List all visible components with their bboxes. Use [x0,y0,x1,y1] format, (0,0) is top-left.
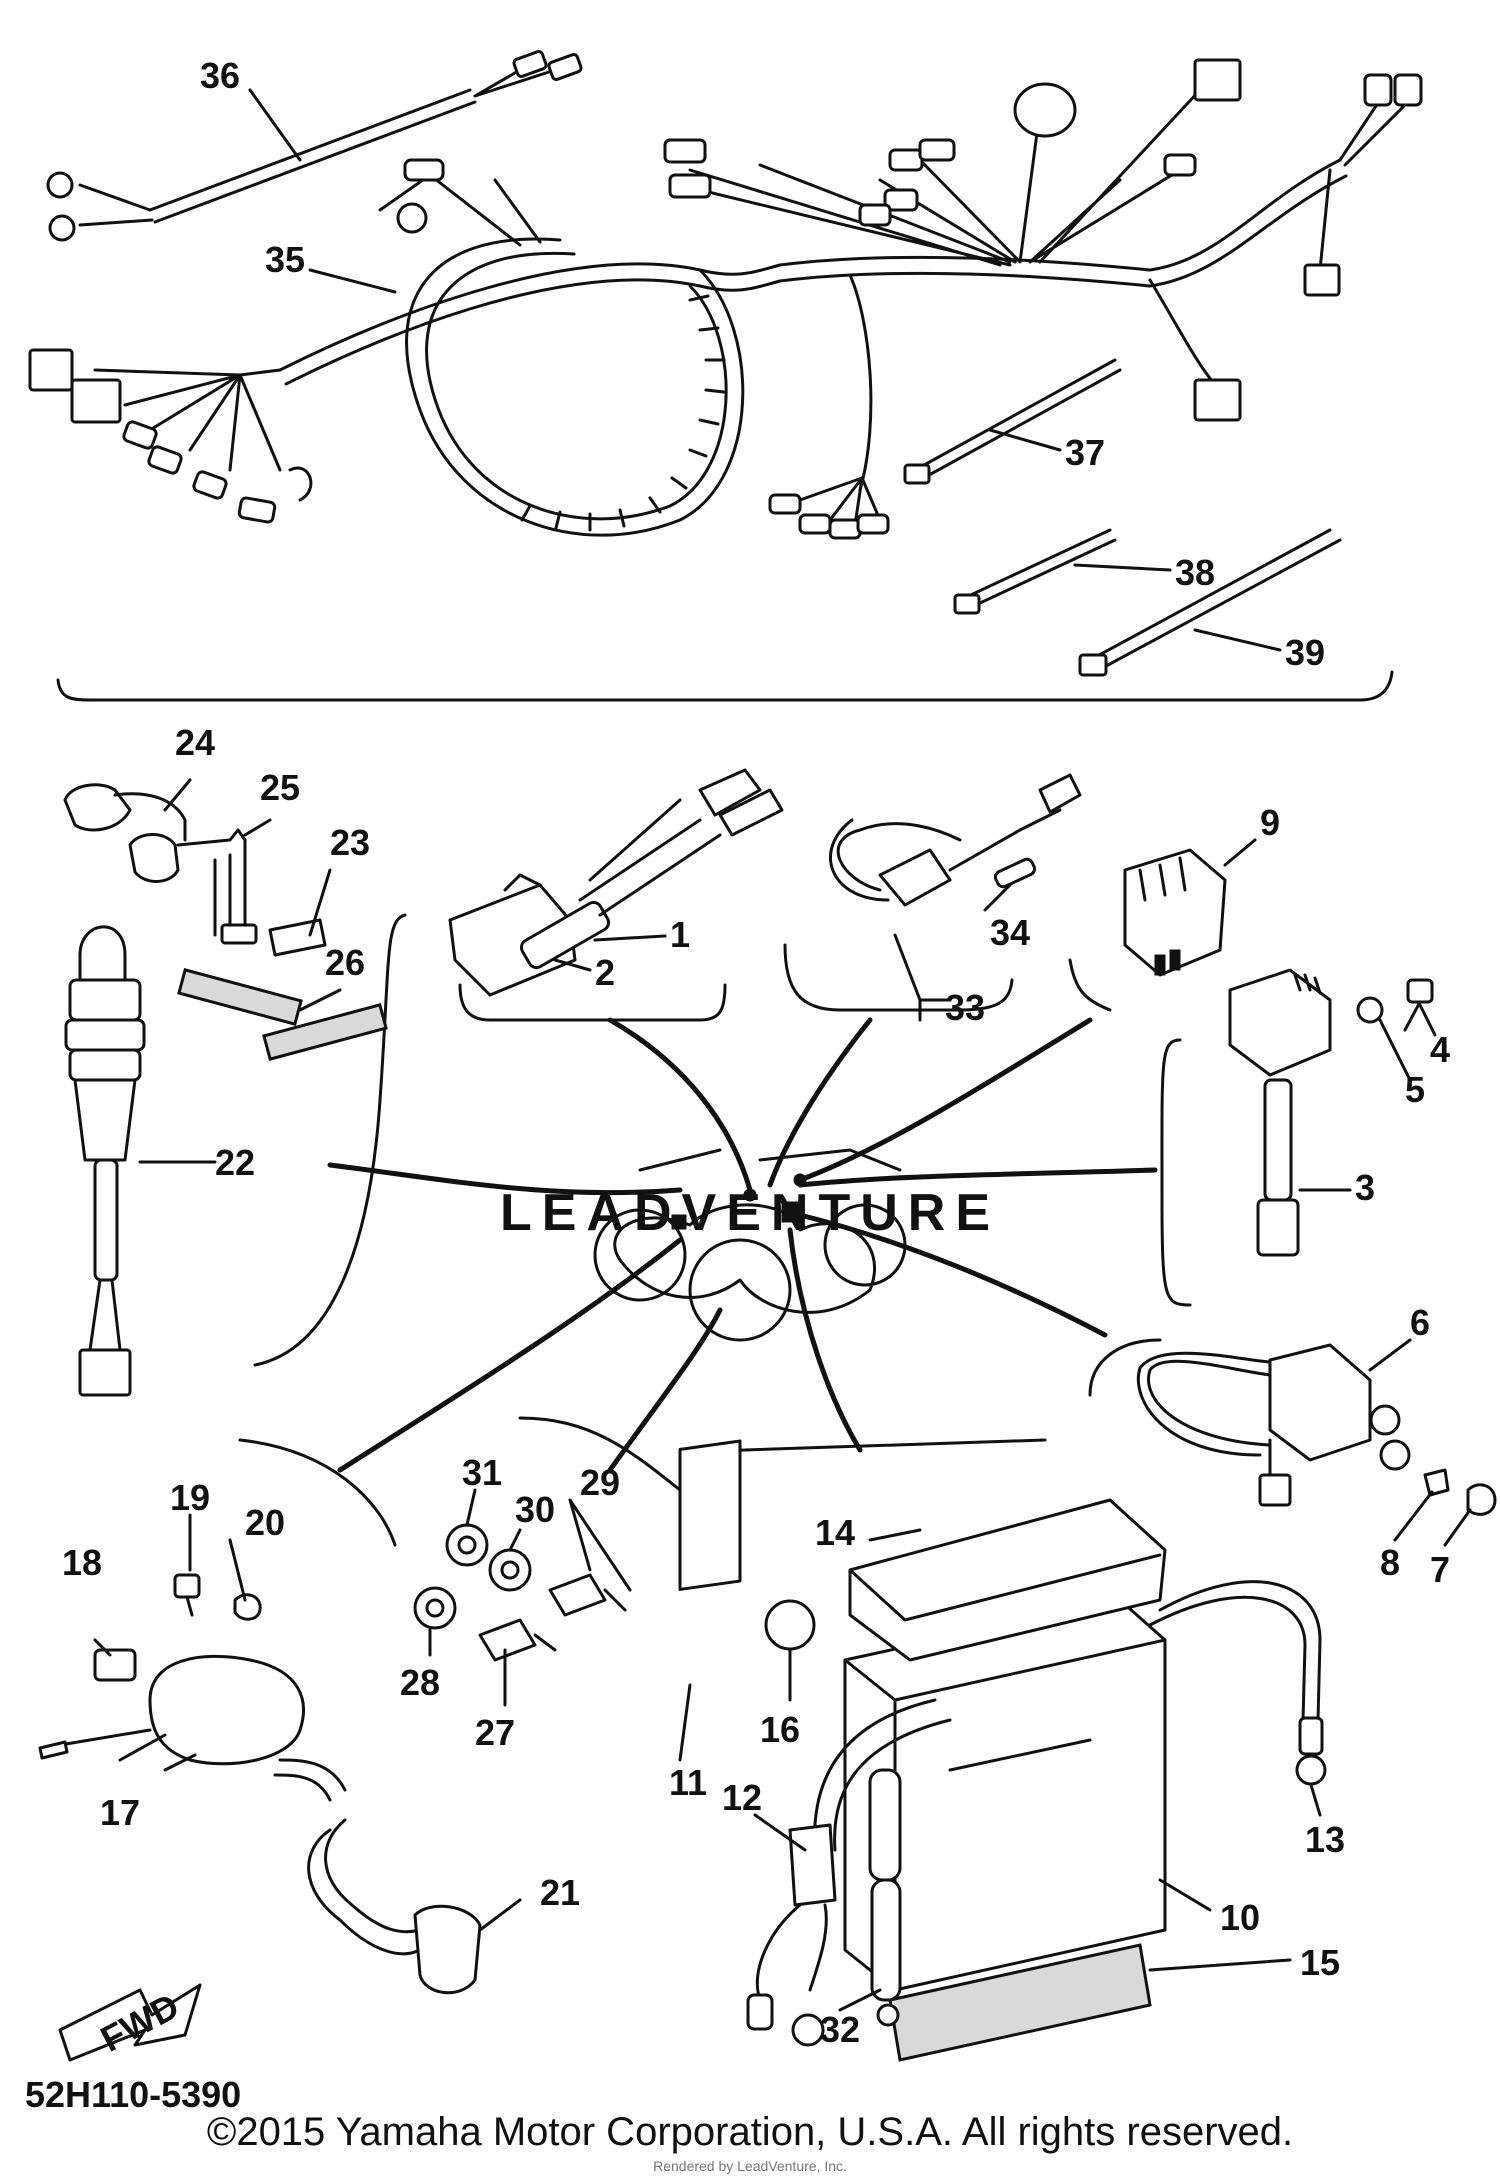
callout-9: 9 [1260,802,1280,843]
callout-13: 13 [1305,1819,1345,1860]
copyright-notice: ©2015 Yamaha Motor Corporation, U.S.A. A… [206,2110,1294,2154]
callout-28: 28 [400,1662,440,1703]
callout-22: 22 [215,1142,255,1183]
drawing-code: 52H110-5390 [25,2074,241,2115]
callout-24: 24 [175,722,215,763]
neutral-switch-group [38,1573,482,1995]
callout-17: 17 [100,1792,140,1833]
callout-35: 35 [265,239,305,280]
callout-7: 7 [1430,1549,1450,1590]
callout-18: 18 [62,1542,102,1583]
callout-20: 20 [245,1502,285,1543]
callout-11: 11 [669,1762,707,1803]
callout-19: 19 [170,1477,210,1518]
callout-33: 33 [945,987,985,1028]
relay-group [448,768,784,997]
callout-16: 16 [760,1709,800,1750]
callout-1: 1 [670,914,690,955]
callout-25: 25 [260,767,300,808]
callout-37: 37 [1065,432,1105,473]
callout-27: 27 [475,1712,515,1753]
frame-locator [593,1148,907,1342]
callout-26: 26 [325,942,365,983]
callout-32: 32 [820,2009,860,2050]
callout-10: 10 [1220,1897,1260,1938]
switch-washer-group [413,1523,627,1662]
starter-relay-group [1137,1343,1497,1516]
callout-39: 39 [1285,632,1325,673]
callout-15: 15 [1300,1942,1340,1983]
callout-21: 21 [540,1872,580,1913]
callout-31: 31 [462,1452,502,1493]
callout-38: 38 [1175,552,1215,593]
callout-4: 4 [1430,1029,1450,1070]
callout-34: 34 [990,912,1030,953]
fuse-holder-group [829,773,1082,907]
rectifier-group [1123,848,1434,1257]
callout-leaders [93,88,1472,2012]
callout-3: 3 [1355,1167,1375,1208]
callout-5: 5 [1405,1069,1425,1110]
callout-23: 23 [330,822,370,863]
callout-14: 14 [815,1512,855,1553]
leader-lines [327,1017,1158,1473]
callout-29: 29 [580,1462,620,1503]
fwd-tag: FWD [58,1983,202,2062]
callout-numbers: 36 35 37 38 39 24 25 23 26 22 1 2 33 34 … [62,55,1450,2050]
callout-30: 30 [515,1489,555,1530]
rendered-by-notice: Rendered by LeadVenture, Inc. [653,2158,847,2174]
callout-12: 12 [722,1777,762,1818]
callout-8: 8 [1380,1542,1400,1583]
main-switch-group [63,783,388,1397]
callout-6: 6 [1410,1302,1430,1343]
callout-2: 2 [595,952,615,993]
callout-36: 36 [200,55,240,96]
battery-group [678,1439,1327,2062]
wire-harness-assembly [28,50,1423,702]
